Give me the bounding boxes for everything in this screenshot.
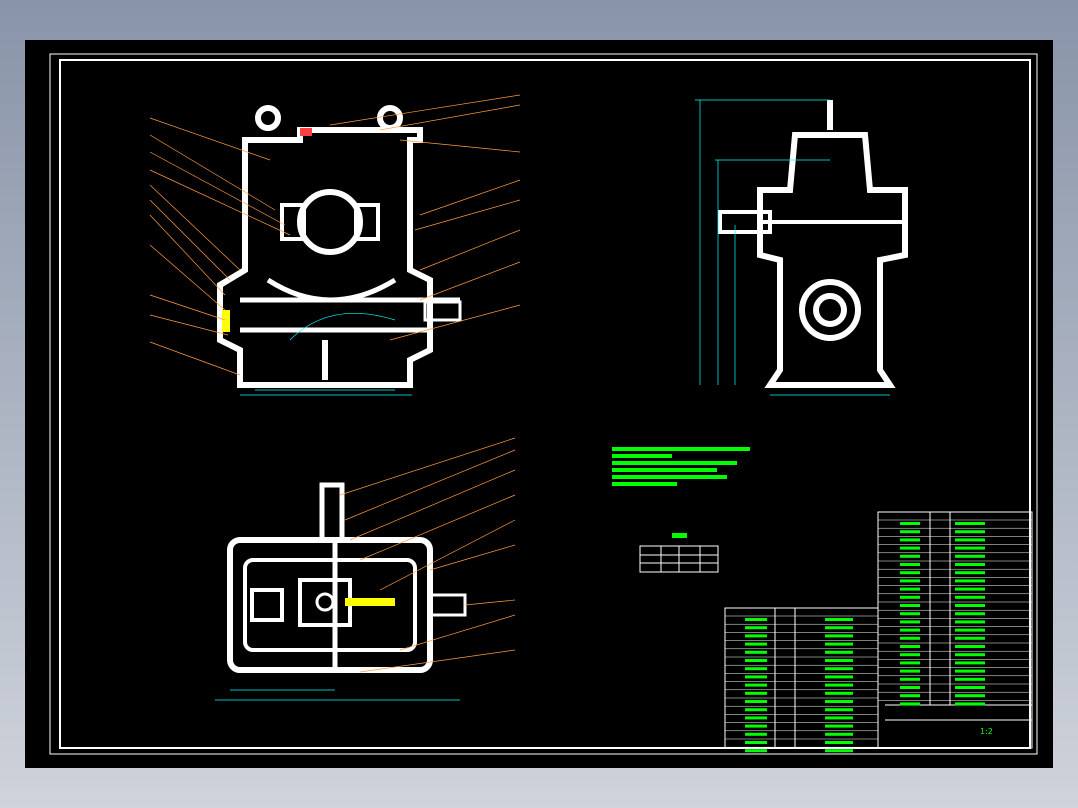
table-cell-text <box>745 724 767 728</box>
front-view-leaders <box>149 94 521 376</box>
front-view-hatching <box>222 128 312 332</box>
table-cell-text <box>900 595 920 599</box>
table-cell-text <box>900 538 920 542</box>
table-cell-text <box>900 669 920 673</box>
table-cell-text <box>745 675 767 679</box>
table-cell-text <box>955 604 985 607</box>
table-cell-text <box>825 626 853 630</box>
table-cell-text <box>745 700 767 703</box>
table-cell-text <box>955 661 985 665</box>
table-cell-text <box>955 702 985 706</box>
table-cell-text <box>900 530 920 534</box>
table-cell-text <box>900 554 920 558</box>
table-cell-text <box>825 634 853 638</box>
table-cell-text <box>825 650 853 654</box>
table-cell-text <box>900 628 920 632</box>
table-cell-text <box>745 626 767 630</box>
table-cell-text <box>825 618 853 621</box>
top-view-leaders <box>339 437 516 673</box>
table-cell-text <box>955 653 985 657</box>
table-cell-text <box>745 659 767 662</box>
table-cell-text <box>745 708 767 712</box>
table-cell-text <box>745 650 767 654</box>
table-cell-text <box>955 636 985 640</box>
table-cell-text <box>900 645 920 648</box>
table-cell-text <box>900 587 920 591</box>
table-cell-text <box>955 554 985 558</box>
cad-drawing-canvas[interactable]: 1:2 <box>25 40 1053 768</box>
table-cell-text <box>955 628 985 632</box>
front-view-dimensions <box>240 313 412 396</box>
table-cell-text <box>745 716 767 720</box>
side-view <box>718 100 908 388</box>
table-cell-text <box>745 683 767 687</box>
table-cell-text <box>900 620 920 624</box>
table-cell-text <box>745 741 767 744</box>
top-view-dimensions <box>215 689 460 701</box>
table-cell-text <box>745 618 767 621</box>
table-cell-text <box>825 683 853 687</box>
scale-text: 1:2 <box>980 727 993 736</box>
table-cell-text <box>955 620 985 624</box>
table-cell-text <box>955 546 985 550</box>
table-cell-text <box>825 724 853 728</box>
table-cell-text <box>900 636 920 640</box>
parts-list-text <box>745 522 985 753</box>
table-cell-text <box>825 642 853 646</box>
table-cell-text <box>825 741 853 744</box>
table-cell-text <box>825 667 853 671</box>
table-cell-text <box>955 522 985 525</box>
table-cell-text <box>825 749 853 753</box>
table-cell-text <box>825 708 853 712</box>
table-cell-text <box>745 642 767 646</box>
drawing-sheet: 1:2 <box>49 53 1038 755</box>
table-cell-text <box>900 604 920 607</box>
table-cell-text <box>825 732 853 736</box>
table-cell-text <box>955 587 985 591</box>
table-cell-text <box>825 659 853 662</box>
table-cell-text <box>825 675 853 679</box>
table-cell-text <box>900 571 920 575</box>
table-cell-text <box>955 645 985 648</box>
table-cell-text <box>955 669 985 673</box>
table-cell-text <box>900 694 920 698</box>
table-cell-text <box>955 612 985 616</box>
table-cell-text <box>900 702 920 706</box>
table-cell-text <box>745 667 767 671</box>
parts-list-rows <box>725 519 1032 748</box>
table-cell-text <box>955 538 985 542</box>
table-cell-text <box>825 716 853 720</box>
top-view <box>227 482 467 673</box>
table-cell-text <box>955 677 985 681</box>
table-cell-text <box>900 612 920 616</box>
parameters-table <box>639 545 719 573</box>
table-cell-text <box>825 700 853 703</box>
table-cell-text <box>900 653 920 657</box>
table-cell-text <box>900 677 920 681</box>
table-cell-text <box>900 522 920 525</box>
table-cell-text <box>745 634 767 638</box>
table-cell-text <box>955 595 985 599</box>
table-cell-text <box>955 694 985 698</box>
table-cell-text <box>745 732 767 736</box>
side-view-dimensions <box>695 99 890 396</box>
table-cell-text <box>955 530 985 534</box>
table-cell-text <box>825 691 853 695</box>
table-cell-text <box>955 579 985 583</box>
table-cell-text <box>955 686 985 689</box>
parts-list-title-block <box>724 511 1033 749</box>
table-cell-text <box>955 571 985 575</box>
table-cell-text <box>900 579 920 583</box>
table-cell-text <box>745 691 767 695</box>
sheet-frame <box>49 53 1038 755</box>
technical-requirements-text <box>612 447 750 538</box>
top-view-hatching <box>345 598 395 606</box>
table-cell-text <box>900 563 920 566</box>
table-cell-text <box>900 661 920 665</box>
table-cell-text <box>745 749 767 753</box>
table-cell-text <box>900 546 920 550</box>
front-section-view <box>217 105 462 388</box>
table-cell-text <box>900 686 920 689</box>
table-cell-text <box>955 563 985 566</box>
